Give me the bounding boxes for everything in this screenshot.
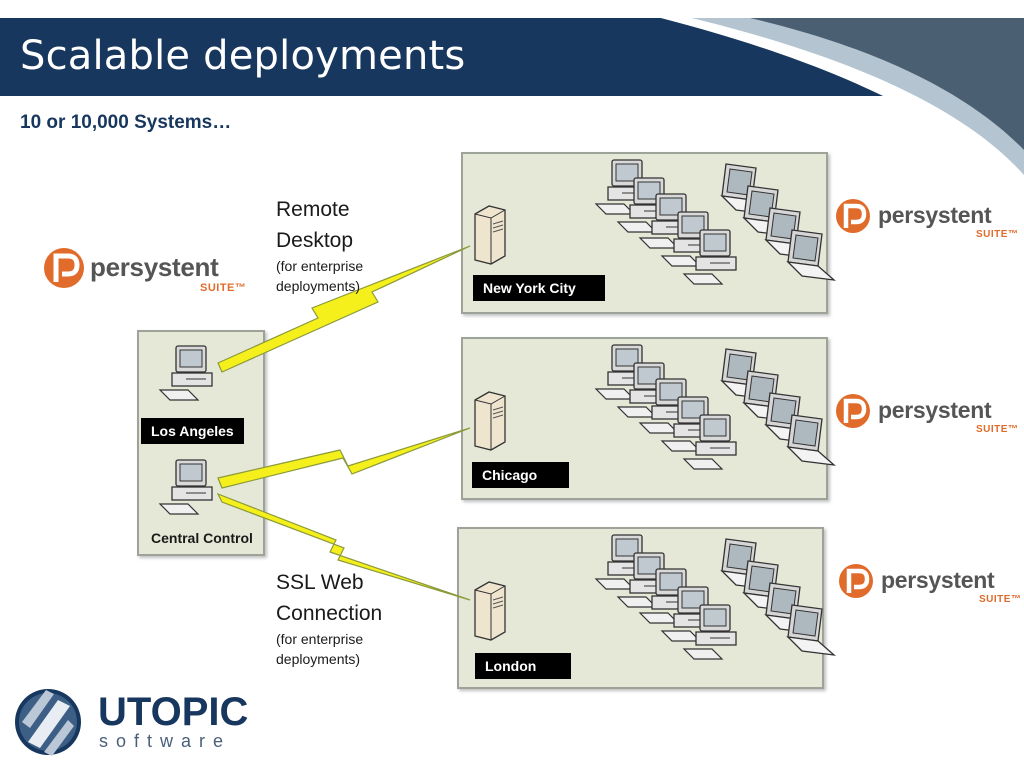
persystent-logo-suite: SUITE™: [976, 229, 1019, 240]
utopic-logo-word: UTOPIC: [98, 690, 249, 734]
persystent-logo-word: persystent: [90, 252, 219, 282]
persystent-logo-word: persystent: [881, 567, 995, 593]
london-clients-icon: [596, 535, 834, 659]
site-label-new-york: New York City: [473, 275, 605, 301]
site-label-los-angeles: Los Angeles: [141, 418, 244, 444]
persystent-logo-word: persystent: [878, 202, 992, 228]
slide-title: Scalable deployments: [20, 33, 466, 79]
chicago-clients-icon: [596, 345, 834, 469]
remote-desktop-note-line1: (for enterprise: [276, 258, 364, 274]
central-control-computer-icon: [159, 459, 213, 515]
lightning-bolt-london: [216, 492, 471, 601]
ssl-web-title-line1: SSL Web: [276, 571, 364, 594]
los-angeles-computer-icon: [159, 345, 213, 401]
persystent-logo-suite: SUITE™: [979, 594, 1022, 605]
persystent-logo-new-york: persystent SUITE™: [834, 202, 1018, 242]
new-york-server-icon: [474, 205, 506, 265]
persystent-logo-suite: SUITE™: [976, 424, 1019, 435]
persystent-logo-london: persystent SUITE™: [837, 567, 1021, 607]
new-york-clients-icon: [596, 160, 834, 284]
utopic-logo-sub: software: [99, 731, 232, 751]
remote-desktop-title-line2: Desktop: [276, 229, 354, 252]
central-control-label: Central Control: [151, 530, 253, 546]
remote-desktop-note-line2: deployments): [276, 278, 361, 294]
site-label-chicago: Chicago: [472, 462, 569, 488]
persystent-logo-mark-london: [839, 564, 873, 598]
header-swoosh: [0, 0, 1024, 200]
persystent-logo-suite: SUITE™: [200, 282, 247, 294]
utopic-logo-mark: [15, 689, 81, 756]
slide-subtitle: 10 or 10,000 Systems…: [20, 112, 232, 133]
site-label-london: London: [475, 653, 571, 679]
lightning-bolt-chicago: [217, 427, 471, 489]
chicago-server-icon: [474, 391, 506, 451]
ssl-web-note-line2: deployments): [276, 651, 361, 667]
persystent-logo-mark-chicago: [836, 394, 870, 428]
persystent-logo-word: persystent: [878, 397, 992, 423]
persystent-logo-mark-left: [44, 248, 84, 288]
persystent-logo-chicago: persystent SUITE™: [834, 397, 1018, 437]
london-server-icon: [474, 581, 506, 641]
persystent-logo-mark-ny: [836, 199, 870, 233]
persystent-logo-left: persystent SUITE™: [42, 252, 246, 297]
lightning-bolt-new-york: [217, 245, 471, 373]
ssl-web-title-line2: Connection: [276, 602, 383, 625]
remote-desktop-title-line1: Remote: [276, 198, 350, 221]
ssl-web-note-line1: (for enterprise: [276, 631, 364, 647]
